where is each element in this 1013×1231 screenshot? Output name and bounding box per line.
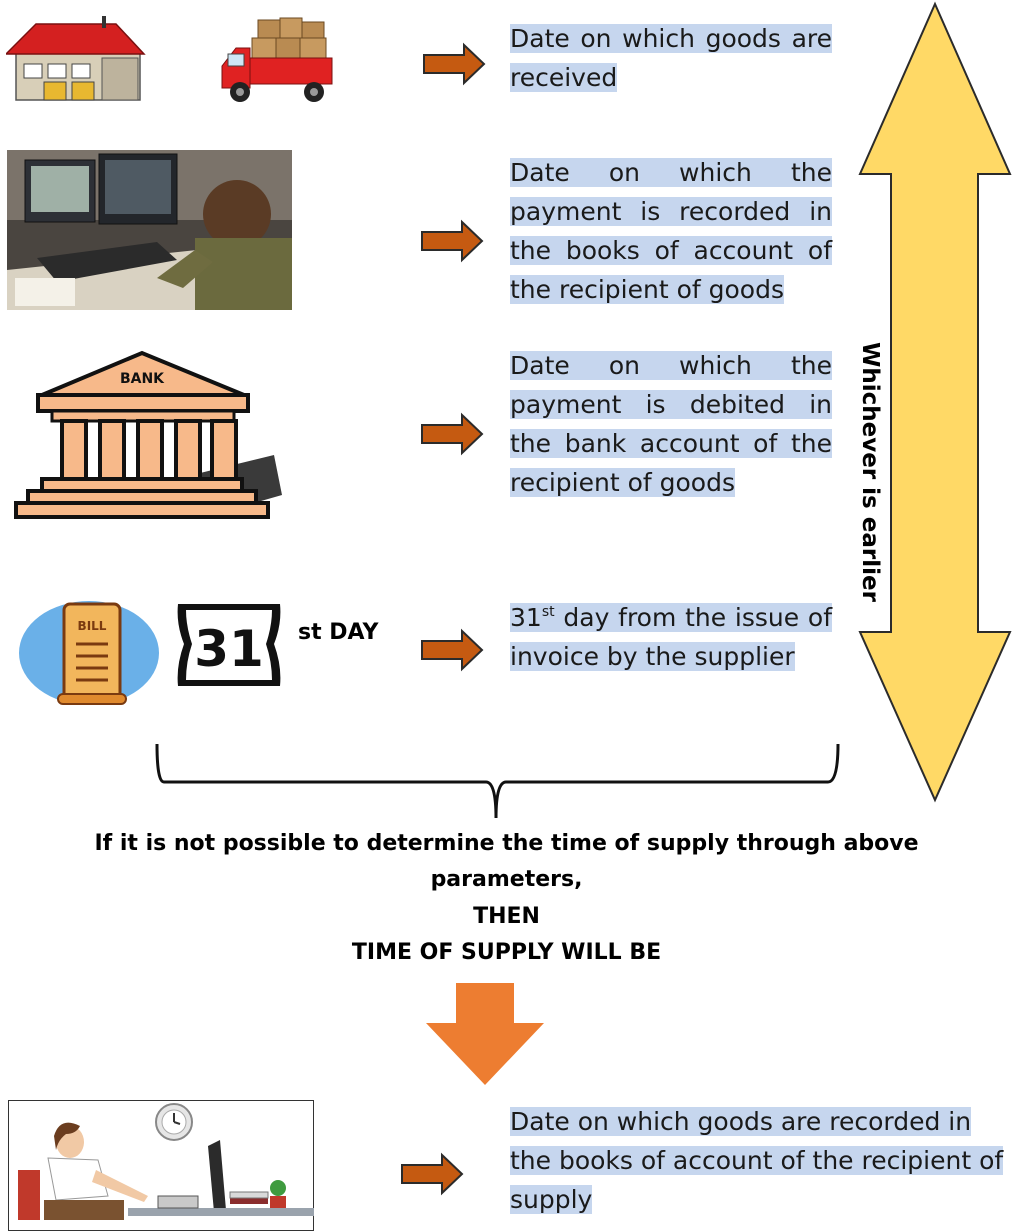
route-31-sign-icon: 31 bbox=[177, 604, 281, 686]
whichever-is-earlier-label: Whichever is earlier bbox=[857, 342, 883, 602]
house-icon bbox=[6, 16, 146, 101]
condition-line-4: TIME OF SUPPLY WILL BE bbox=[351, 940, 662, 965]
row-4-text: 31st day from the issue of invoice by th… bbox=[510, 603, 832, 671]
result-text: Date on which goods are recorded in the … bbox=[510, 1107, 1004, 1214]
arrow-right-icon bbox=[421, 628, 484, 672]
computer-operator-photo bbox=[7, 150, 292, 310]
row-2-text: Date on which the payment is recorded in… bbox=[510, 158, 832, 304]
bank-icon: BANK bbox=[14, 350, 282, 519]
condition-line-3: THEN bbox=[473, 904, 540, 929]
condition-line-2: parameters, bbox=[430, 867, 583, 892]
bill-icon: BILL bbox=[19, 601, 159, 705]
bank-label: BANK bbox=[120, 371, 165, 387]
day-suffix-label: st DAY bbox=[298, 620, 379, 645]
bill-label: BILL bbox=[78, 619, 107, 633]
arrow-right-icon bbox=[401, 1152, 464, 1196]
arrow-right-icon bbox=[421, 219, 484, 263]
bracket-icon bbox=[155, 743, 840, 819]
office-worker-illustration bbox=[8, 1100, 314, 1231]
condition-line-1: If it is not possible to determine the t… bbox=[94, 831, 919, 856]
row-3-text: Date on which the payment is debited in … bbox=[510, 351, 832, 497]
row-1-text: Date on which goods are received bbox=[510, 24, 832, 92]
day-sign-number: 31 bbox=[194, 620, 264, 678]
arrow-right-icon bbox=[421, 412, 484, 456]
double-arrow-icon bbox=[858, 1, 1012, 803]
arrow-down-icon bbox=[426, 983, 544, 1085]
arrow-right-icon bbox=[423, 42, 486, 86]
delivery-truck-icon bbox=[221, 17, 333, 102]
